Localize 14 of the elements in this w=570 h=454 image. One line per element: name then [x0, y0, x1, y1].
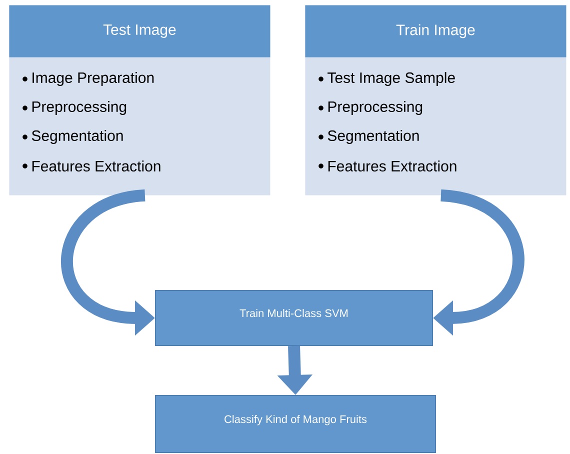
card-header: Train Image — [305, 5, 566, 58]
list-item: Features Extraction — [328, 160, 456, 172]
card — [305, 5, 566, 196]
process-box: Classify Kind of Mango Fruits — [155, 395, 436, 453]
list-item: Segmentation — [328, 130, 419, 144]
list-item: Image Preparation — [32, 72, 154, 86]
list-item: Segmentation — [32, 130, 123, 144]
process-box: Train Multi-Class SVM — [155, 290, 433, 346]
list-item: Test Image Sample — [328, 72, 455, 86]
card — [9, 5, 270, 196]
card-header: Test Image — [9, 5, 270, 58]
list-item: Preprocessing — [32, 101, 126, 115]
list-item: Features Extraction — [32, 160, 160, 172]
list-item: Preprocessing — [328, 101, 422, 115]
